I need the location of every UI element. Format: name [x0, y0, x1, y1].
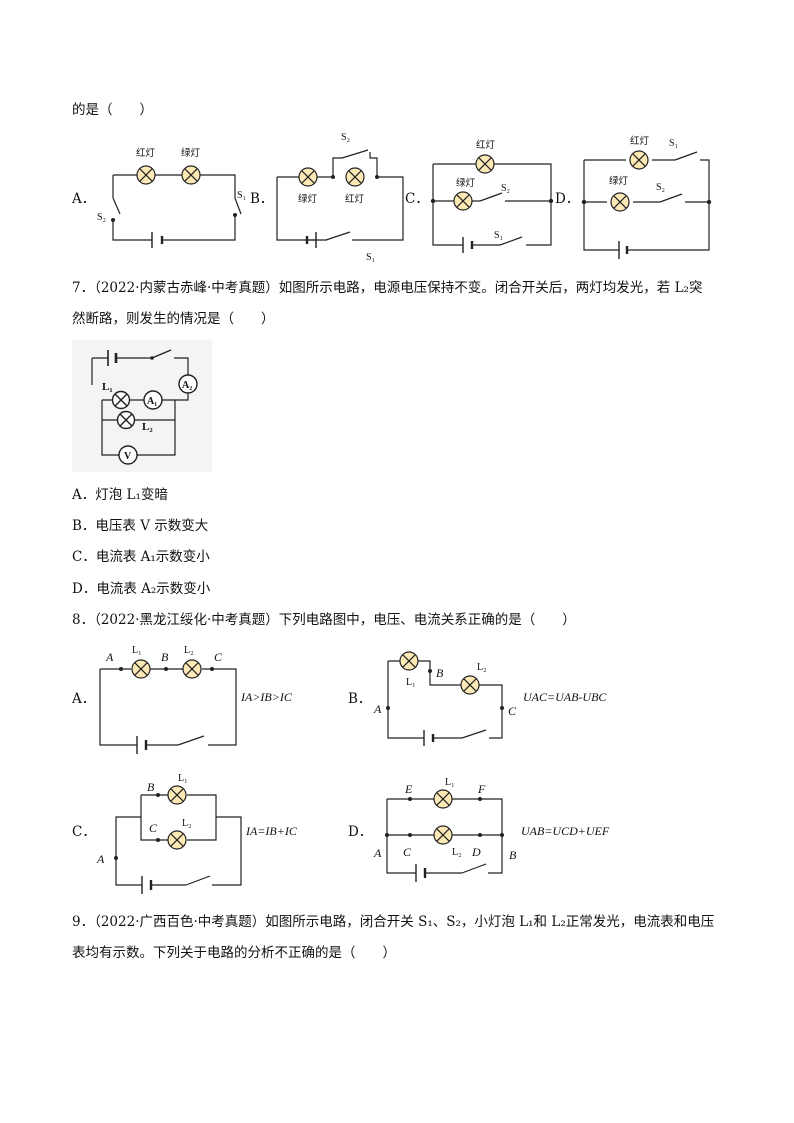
q8d-point-d: D [471, 845, 481, 859]
q6-option-a-label: A． [72, 191, 96, 207]
q6b-lamp2-label: 红灯 [345, 193, 365, 205]
q8-circuit-d: A B C D E F L₁ L₂ UAB=UCD+UEF [373, 777, 610, 882]
q8b-lamp2-icon [460, 675, 480, 695]
q8-circuits: A B C L₁ L₂ IA>IB>IC A B C L₁ L₂ UAC=UAB… [96, 645, 610, 894]
q8d-point-b: B [509, 848, 517, 862]
q6-circuit-a: 红灯 绿灯 S₁ S₂ [97, 147, 246, 248]
q6d-s1-label: S₁ [669, 138, 678, 149]
q6-option-b-label: B． [250, 191, 274, 207]
q8a-lamp2-icon [182, 659, 202, 679]
q8-circuit-a: A B C L₁ L₂ IA>IB>IC [99, 645, 293, 754]
q7-option-d: D．电流表 A₂示数变小 [72, 581, 211, 597]
q8c-relation: IA=IB+IC [245, 824, 298, 838]
q6-circuit-b: 绿灯 红灯 S₁ S₂ [276, 132, 404, 263]
q8c-point-b: B [147, 780, 155, 794]
q6d-lamp1-label: 红灯 [630, 135, 650, 147]
q6c-lamp2-icon [453, 191, 473, 211]
q6a-lamp2-icon [181, 165, 201, 185]
q7-option-a: A．灯泡 L₁变暗 [72, 487, 168, 503]
q8-option-a-label: A． [72, 691, 96, 707]
q8a-lamp1-icon [131, 659, 151, 679]
q8a-point-a: A [105, 650, 114, 664]
q6d-lamp2-label: 绿灯 [609, 175, 629, 187]
q7-circuit-figure: A₂ A₁ V L₁ L₂ [72, 340, 212, 472]
q8d-relation: UAB=UCD+UEF [521, 824, 610, 838]
q6d-lamp2-icon [610, 192, 630, 212]
q7-a1-label: A₁ [147, 396, 157, 407]
q6-circuit-d: 红灯 绿灯 S₁ S₂ [581, 135, 712, 259]
q8-circuit-b: A B C L₁ L₂ UAC=UAB-UBC [373, 651, 607, 746]
q8d-lamp1-icon [433, 789, 453, 809]
q7-question-line2: 然断路，则发生的情况是（ ） [72, 311, 275, 327]
q8-circuit-c: A B C L₁ L₂ IA=IB+IC [96, 773, 298, 894]
q8a-relation: IA>IB>IC [240, 690, 293, 704]
q6-circuits: 红灯 绿灯 S₁ S₂ 绿灯 红灯 S₁ S₂ 红灯 绿灯 S₁ [97, 132, 712, 263]
q7-ammeter-a2-icon [178, 374, 198, 394]
q7-l2-label: L₂ [142, 421, 153, 433]
q6a-lamp1-icon [136, 165, 156, 185]
q6a-s1-label: S₁ [237, 190, 246, 201]
q8c-l2-label: L₂ [182, 818, 192, 829]
q7-question-line1: 7．（2022·内蒙古赤峰·中考真题）如图所示电路，电源电压保持不变。闭合开关后… [72, 280, 703, 296]
q8b-l1-label: L₁ [406, 677, 416, 688]
q6c-lamp1-label: 红灯 [476, 139, 496, 151]
q6c-s2-label: S₂ [501, 183, 510, 194]
q8b-point-a: A [373, 702, 382, 716]
q6-circuit-c: 红灯 绿灯 S₁ S₂ [430, 139, 554, 253]
q8d-l2-label: L₂ [452, 847, 462, 858]
q7-lamp-l1-icon [111, 390, 131, 410]
q9-question-line2: 表均有示数。下列关于电路的分析不正确的是（ ） [72, 945, 396, 961]
q7-option-b: B．电压表 V 示数变大 [72, 518, 209, 534]
q8d-point-c: C [403, 845, 412, 859]
q6-option-c-label: C． [405, 191, 429, 207]
q8-option-d-label: D． [348, 824, 373, 840]
q6c-lamp2-label: 绿灯 [456, 177, 476, 189]
q6c-lamp1-icon [475, 154, 495, 174]
q9-question-line1: 9．（2022·广西百色·中考真题）如图所示电路，闭合开关 S₁、S₂，小灯泡 … [72, 914, 715, 930]
q7-option-c: C．电流表 A₁示数变小 [72, 549, 210, 565]
q8d-point-a: A [373, 846, 382, 860]
q8c-lamp1-icon [167, 785, 187, 805]
q7-a2-label: A₂ [182, 380, 192, 391]
q8b-relation: UAC=UAB-UBC [523, 690, 607, 704]
q6d-s2-label: S₂ [656, 182, 665, 193]
q6b-lamp1-icon [298, 167, 318, 187]
q8d-l1-label: L₁ [445, 777, 455, 788]
q8-question-line1: 8．（2022·黑龙江绥化·中考真题）下列电路图中，电压、电流关系正确的是（ ） [72, 612, 576, 628]
q7-ammeter-a1-icon [143, 390, 163, 410]
q6b-lamp1-label: 绿灯 [298, 193, 318, 205]
q6b-s2-label: S₂ [341, 132, 350, 143]
q8b-point-b: B [436, 666, 444, 680]
q8a-l2-label: L₂ [184, 645, 194, 656]
q8a-l1-label: L₁ [132, 645, 142, 656]
q8b-l2-label: L₂ [477, 662, 487, 673]
q8d-point-e: E [404, 782, 413, 796]
q6-question-tail: 的是（ ） [72, 102, 153, 118]
q7-voltmeter-icon [118, 445, 138, 465]
q8b-point-c: C [508, 704, 517, 718]
q6a-lamp1-label: 红灯 [136, 147, 156, 159]
q7-l1-label: L₁ [102, 381, 113, 393]
q7-v-label: V [124, 451, 132, 462]
q7-lamp-l2-icon [116, 410, 136, 430]
q6b-lamp2-icon [345, 167, 365, 187]
q6a-lamp2-label: 绿灯 [181, 147, 201, 159]
q6d-lamp1-icon [629, 150, 649, 170]
q8c-lamp2-icon [167, 830, 187, 850]
q8b-lamp1-icon [399, 651, 419, 671]
q8c-point-c: C [149, 821, 158, 835]
q8c-l1-label: L₁ [178, 773, 188, 784]
q6-option-d-label: D． [555, 191, 580, 207]
q8c-point-a: A [96, 852, 105, 866]
q6b-s1-label: S₁ [366, 252, 375, 263]
q8d-point-f: F [477, 782, 486, 796]
q8d-lamp2-icon [433, 825, 453, 845]
q8-option-c-label: C． [72, 824, 96, 840]
q8a-point-c: C [214, 650, 223, 664]
q8-option-b-label: B． [348, 691, 372, 707]
q8a-point-b: B [161, 650, 169, 664]
q6c-s1-label: S₁ [494, 230, 503, 241]
q6a-s2-label: S₂ [97, 212, 106, 223]
